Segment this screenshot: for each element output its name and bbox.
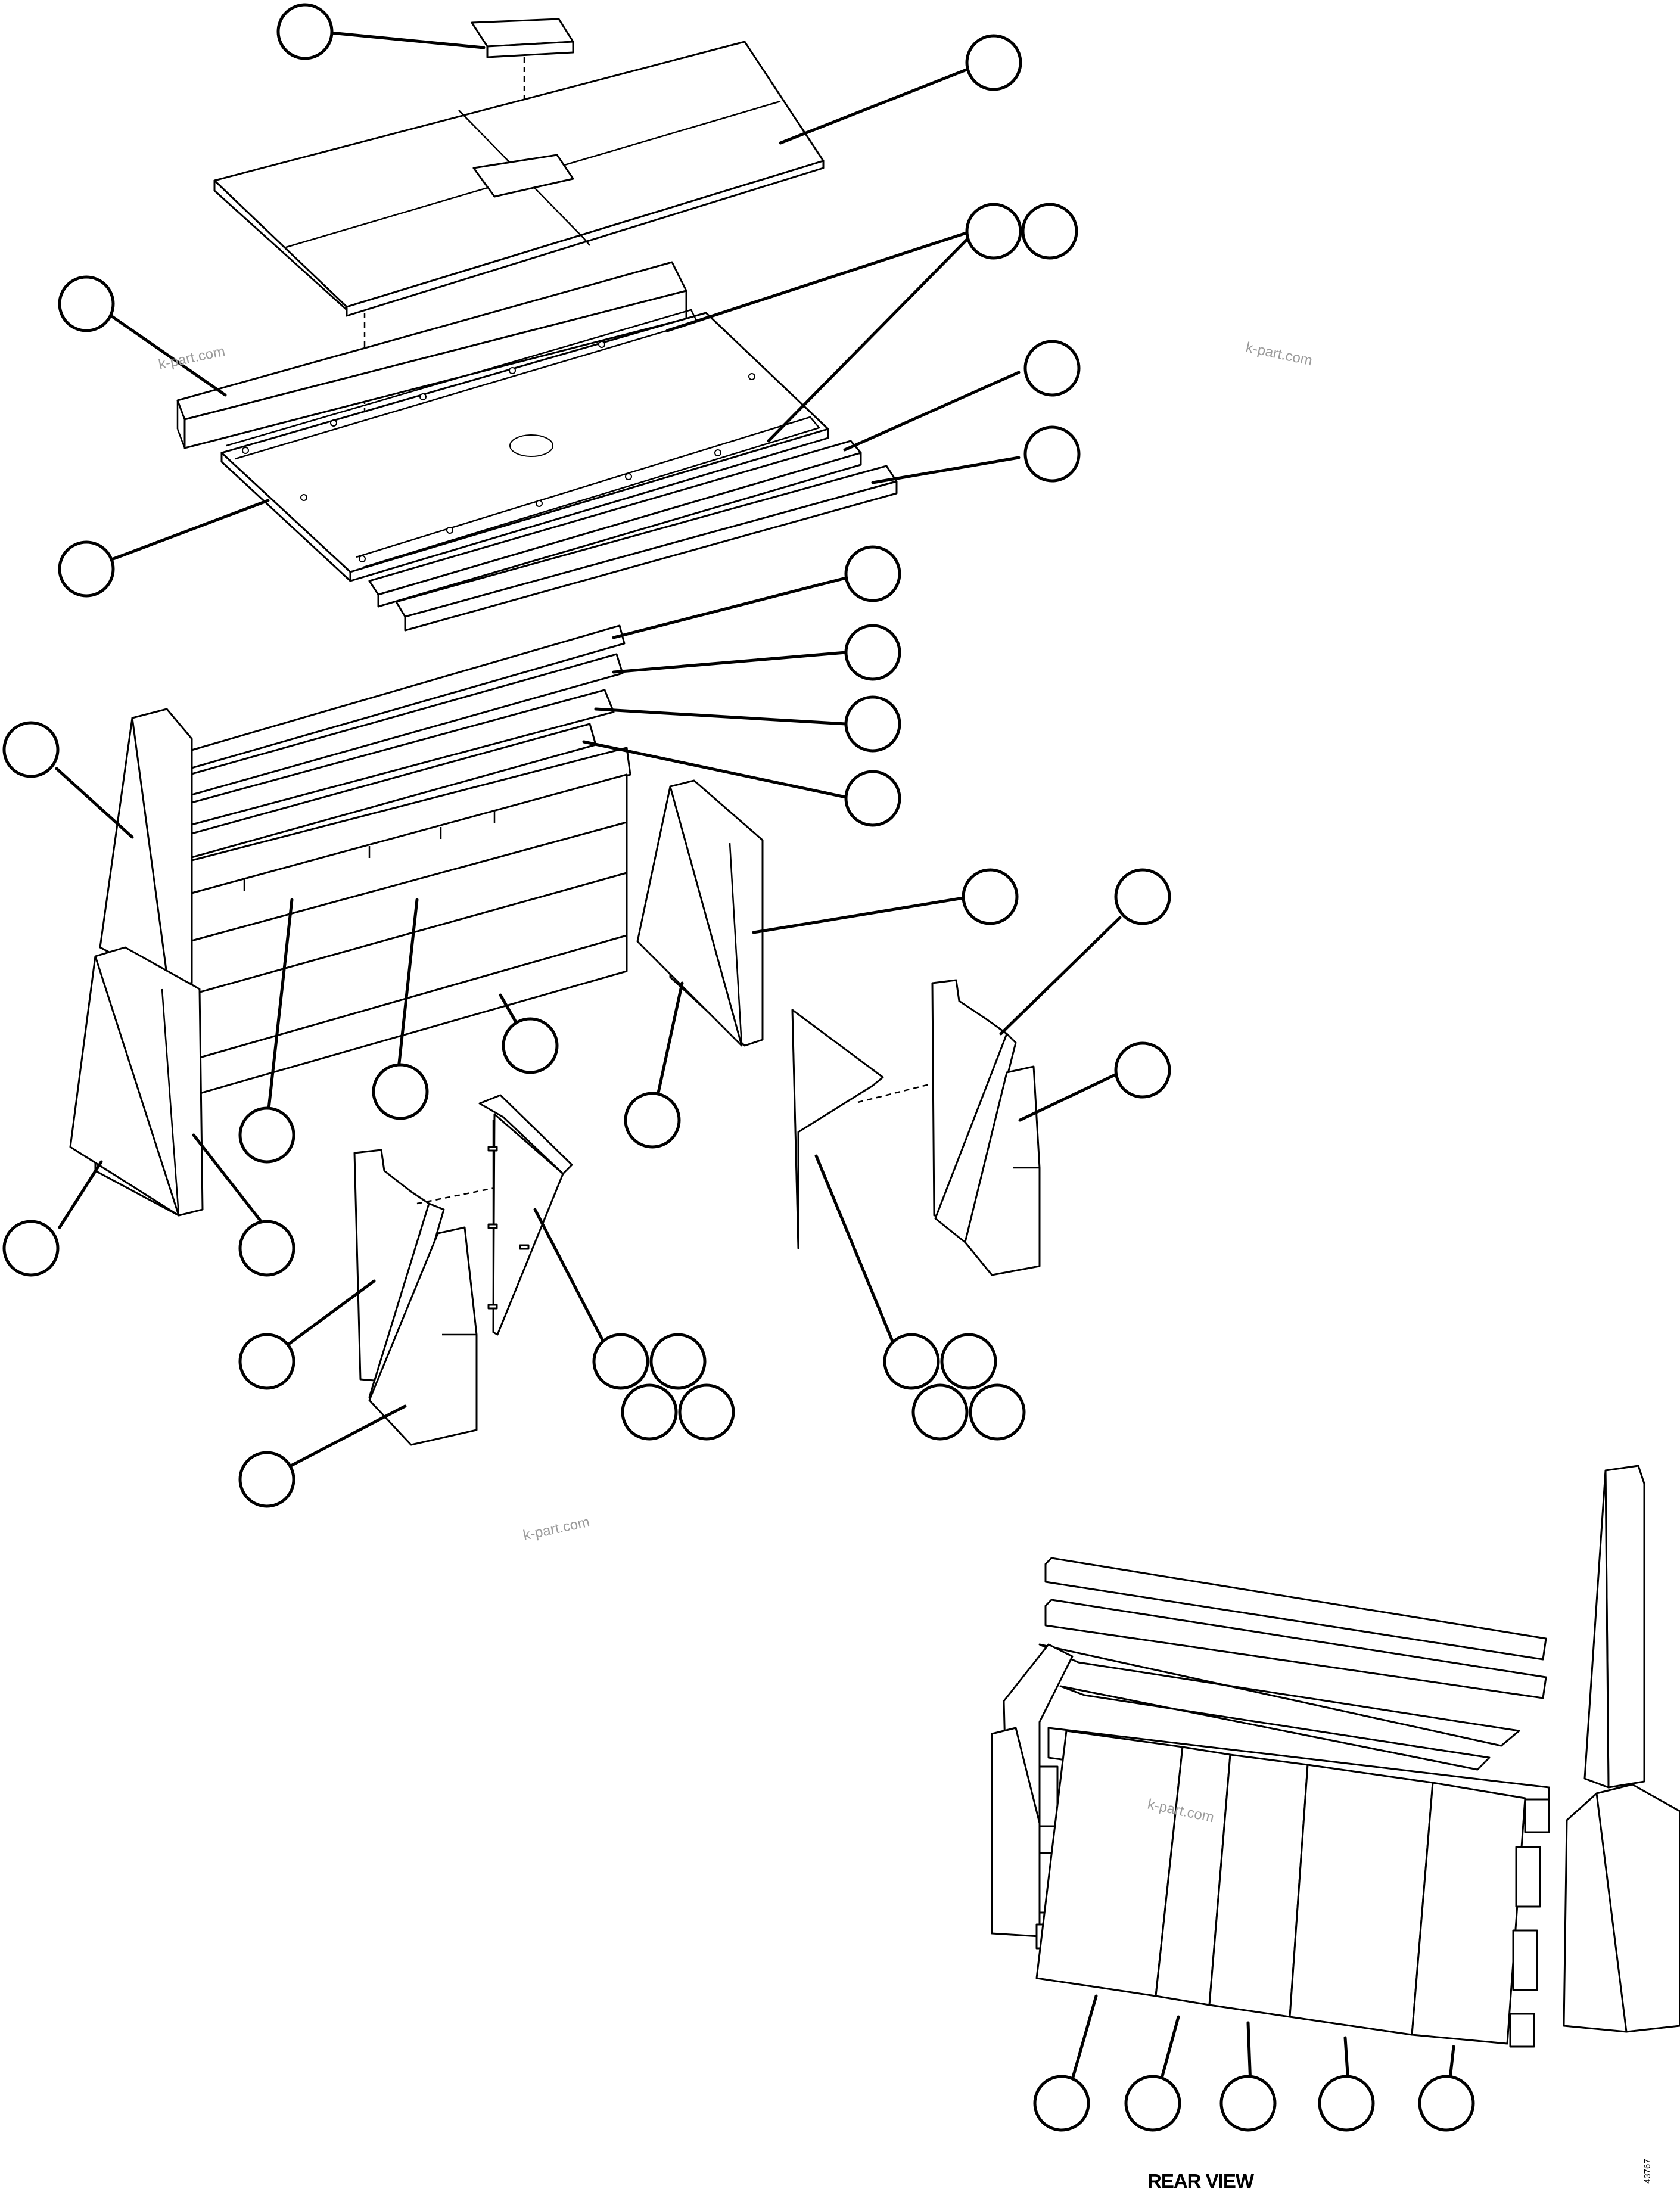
- callout-circle: [502, 1017, 559, 1074]
- right-side-brick: [636, 779, 764, 1047]
- right-bracket-assembly: [931, 979, 1041, 1276]
- callout-circle: [1114, 868, 1171, 925]
- callout-circle: [844, 545, 901, 602]
- callout-circles: [2, 3, 1475, 2132]
- callout-circle: [276, 3, 334, 60]
- front-rails: [368, 440, 898, 632]
- callout-circle: [624, 1092, 681, 1149]
- callout-circle: [238, 1220, 295, 1277]
- left-upper-side-brick: [99, 708, 193, 984]
- callout-circle: [1023, 425, 1081, 483]
- callout-circle: [2, 721, 60, 778]
- callout-circle: [962, 868, 1019, 925]
- callout-circle: [1114, 1041, 1171, 1099]
- callout-circle: [1021, 203, 1078, 260]
- callout-circle: [372, 1063, 429, 1120]
- callout-circle: [844, 770, 901, 827]
- callout-circle: [844, 624, 901, 681]
- callout-circle: [58, 275, 115, 332]
- callout-circle: [1023, 340, 1081, 397]
- callout-circle: [1418, 2075, 1475, 2132]
- callout-circle: [238, 1106, 295, 1164]
- callout-circle: [1124, 2075, 1181, 2132]
- callout-circle: [2, 1220, 60, 1277]
- watermark-text: k-part.com: [1245, 339, 1314, 369]
- top-panel: [213, 41, 825, 560]
- callout-circle: [844, 695, 901, 753]
- callout-circle: [1318, 2075, 1375, 2132]
- cover-plate: [471, 18, 574, 179]
- callout-circle: [969, 1383, 1026, 1441]
- callout-circle: [649, 1333, 707, 1390]
- callout-circle: [911, 1383, 969, 1441]
- callout-circle: [621, 1383, 678, 1441]
- callout-circle: [678, 1383, 735, 1441]
- left-lower-side-brick: [69, 946, 204, 1217]
- rear-view-caption: REAR VIEW: [1147, 2170, 1255, 2192]
- right-angle-bracket: [791, 1009, 954, 1249]
- watermark-text: k-part.com: [522, 1514, 591, 1544]
- callout-circle: [592, 1333, 649, 1390]
- callout-circle: [940, 1333, 997, 1390]
- left-bracket-assembly: [353, 1149, 507, 1446]
- callout-circle: [238, 1451, 295, 1508]
- watermark-text: k-part.com: [157, 343, 226, 373]
- callout-circle: [238, 1333, 295, 1390]
- callout-circle: [1219, 2075, 1277, 2132]
- back-wall-bricks: [188, 624, 631, 1098]
- callout-circle: [58, 540, 115, 598]
- baffle-plate: [220, 309, 829, 582]
- rear-view-assembly: [991, 1465, 1680, 2048]
- callout-circle: [965, 34, 1022, 91]
- callout-circle: [1033, 2075, 1090, 2132]
- callout-circle: [883, 1333, 940, 1390]
- left-angle-bracket: [478, 1094, 573, 1336]
- callout-circle: [965, 203, 1022, 260]
- drawing-code: 43767: [1642, 2159, 1653, 2184]
